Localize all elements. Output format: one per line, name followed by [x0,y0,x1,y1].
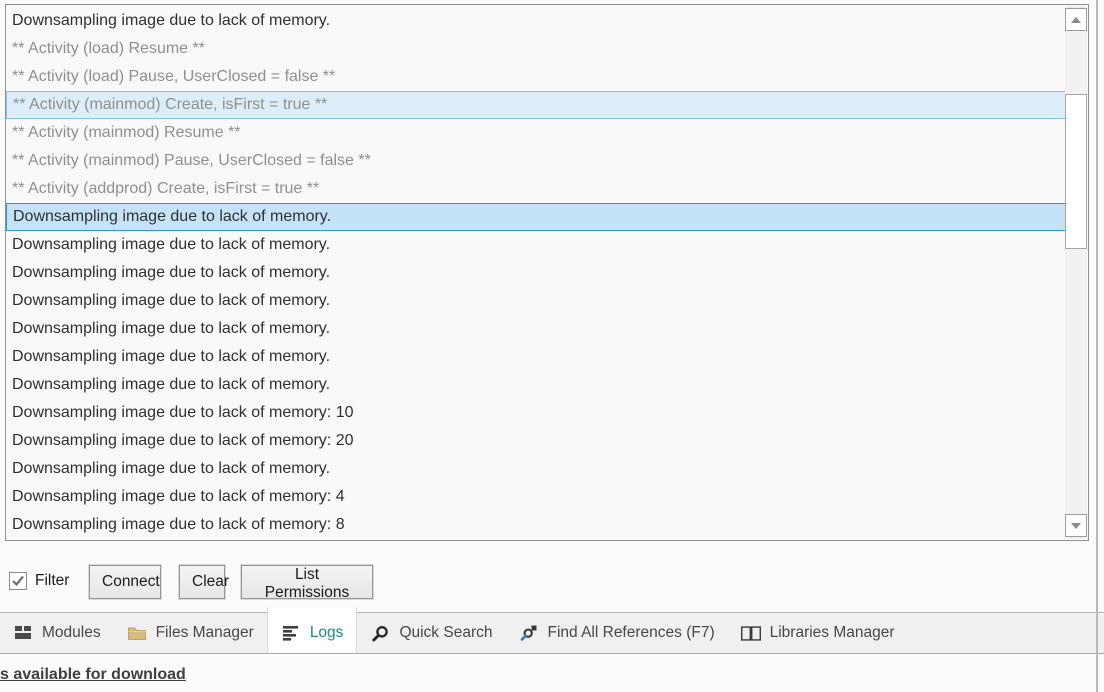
connect-button[interactable]: Connect [89,565,161,599]
log-row[interactable]: Downsampling image due to lack of memory… [12,320,331,337]
log-row[interactable]: Downsampling image due to lack of memory… [12,516,345,533]
log-row[interactable]: Downsampling image due to lack of memory… [12,292,331,309]
tab-libraries-manager[interactable]: Libraries Manager [728,613,908,653]
scroll-up-icon [1071,16,1081,23]
tab-label: Files Manager [155,624,254,641]
log-controls: Filter Connect Clear List Permissions [0,560,1104,612]
download-link[interactable]: s available for download [0,666,186,683]
log-row[interactable]: Downsampling image due to lack of memory… [12,432,354,449]
tab-label: Modules [42,624,101,641]
tab-logs[interactable]: Logs [266,607,358,653]
log-lines-icon [281,624,301,642]
scroll-up-button[interactable] [1065,8,1087,31]
scrollbar-thumb[interactable] [1065,94,1087,249]
filter-label: Filter [35,572,70,589]
bottom-tab-bar: Modules Files Manager Logs Quick Search Find… [0,607,1104,653]
scroll-down-button[interactable] [1065,514,1087,537]
log-row[interactable]: ** Activity (load) Resume ** [12,40,205,57]
tab-find-all-references[interactable]: Find All References (F7) [505,613,727,653]
scroll-down-icon [1071,522,1081,529]
filter-checkbox[interactable] [9,572,27,590]
log-row[interactable]: Downsampling image due to lack of memory… [12,236,331,253]
open-book-icon [740,624,761,642]
log-row[interactable]: Downsampling image due to lack of memory… [12,488,345,505]
log-row[interactable]: Downsampling image due to lack of memory… [12,460,331,477]
log-row[interactable]: ** Activity (addprod) Create, isFirst = … [12,180,320,197]
log-row[interactable]: ** Activity (mainmod) Create, isFirst = … [6,91,1066,119]
search-reference-icon [518,624,538,642]
panel-right-border [1096,0,1098,692]
log-row[interactable]: ** Activity (mainmod) Resume ** [12,124,241,141]
log-row[interactable]: Downsampling image due to lack of memory… [12,12,331,29]
tab-quick-search[interactable]: Quick Search [357,613,505,653]
tab-label: Quick Search [399,624,493,641]
vertical-scrollbar[interactable] [1065,6,1087,539]
check-icon [12,575,24,587]
filter-control[interactable]: Filter [9,572,69,590]
tab-files-manager[interactable]: Files Manager [114,613,267,653]
log-row[interactable]: ** Activity (load) Pause, UserClosed = f… [12,68,336,85]
status-bar: s available for download [0,653,1104,692]
tab-modules[interactable]: Modules [0,613,114,653]
tab-label: Libraries Manager [769,624,895,641]
log-row[interactable]: Downsampling image due to lack of memory… [12,264,331,281]
tab-label: Find All References (F7) [547,624,715,641]
log-row[interactable]: ** Activity (mainmod) Pause, UserClosed … [12,152,371,169]
log-row[interactable]: Downsampling image due to lack of memory… [12,376,331,393]
clear-button[interactable]: Clear [179,565,229,599]
log-row[interactable]: Downsampling image due to lack of memory… [12,348,331,365]
log-output-box: Downsampling image due to lack of memory… [5,4,1089,541]
log-row[interactable]: Downsampling image due to lack of memory… [12,404,354,421]
tab-label: Logs [309,624,344,641]
log-row[interactable]: Downsampling image due to lack of memory… [6,203,1066,231]
modules-icon [13,624,33,642]
log-list[interactable]: Downsampling image due to lack of memory… [6,7,1066,539]
folder-icon [127,624,147,642]
list-permissions-button[interactable]: List Permissions [241,565,373,601]
search-icon [370,624,390,642]
